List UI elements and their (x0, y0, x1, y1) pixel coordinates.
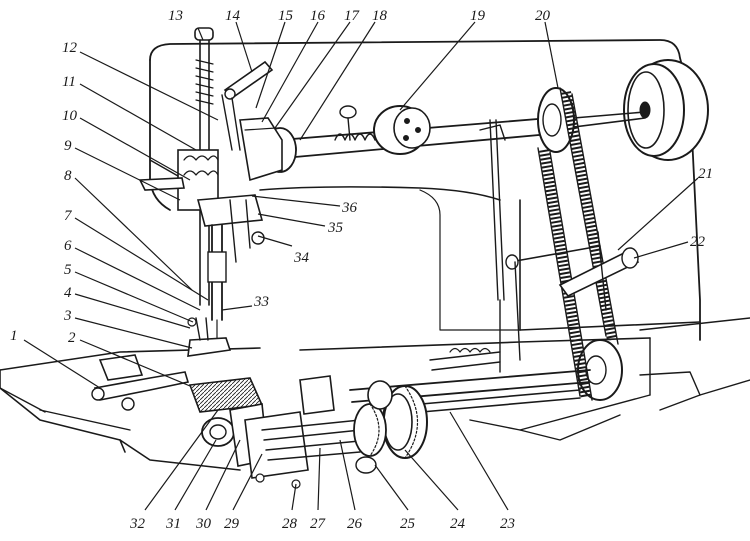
connecting-rods (429, 119, 521, 373)
belt-tensioner (505, 231, 640, 311)
callout-7: 7 (64, 208, 73, 224)
callout-1: 1 (10, 328, 18, 344)
callout-25: 25 (400, 516, 416, 532)
callout-32: 32 (129, 516, 146, 532)
callout-36: 36 (341, 200, 358, 216)
callout-24: 24 (450, 516, 466, 532)
callout-27: 27 (310, 516, 327, 532)
callout-10: 10 (62, 108, 78, 124)
bed-mechanism (91, 354, 428, 489)
callout-17: 17 (344, 8, 361, 24)
callout-30: 30 (195, 516, 212, 532)
callout-23: 23 (500, 516, 515, 532)
callout-19: 19 (470, 8, 486, 24)
callout-33: 33 (253, 294, 269, 310)
callout-2: 2 (68, 330, 76, 346)
callout-13: 13 (168, 8, 183, 24)
callout-28: 28 (282, 516, 298, 532)
callout-leaders (23, 21, 699, 511)
callout-11: 11 (62, 74, 76, 90)
callout-6: 6 (64, 238, 72, 254)
callout-16: 16 (310, 8, 326, 24)
callout-5: 5 (64, 262, 72, 278)
callout-34: 34 (293, 250, 310, 266)
callout-4: 4 (64, 285, 72, 301)
callout-15: 15 (278, 8, 294, 24)
handwheel (549, 59, 709, 161)
belt-drive (537, 87, 623, 401)
callout-12: 12 (62, 40, 78, 56)
callout-labels: 1 2 3 4 5 6 7 8 9 10 11 12 13 14 15 16 1… (10, 8, 713, 532)
callout-18: 18 (372, 8, 388, 24)
callout-8: 8 (64, 168, 72, 184)
callout-31: 31 (165, 516, 181, 532)
machine-body (149, 39, 701, 431)
callout-21: 21 (698, 166, 713, 182)
callout-20: 20 (535, 8, 551, 24)
callout-22: 22 (690, 234, 706, 250)
callout-35: 35 (327, 220, 344, 236)
callout-14: 14 (225, 8, 241, 24)
callout-26: 26 (347, 516, 363, 532)
callout-29: 29 (224, 516, 240, 532)
top-mechanism (263, 105, 431, 173)
callout-9: 9 (64, 138, 72, 154)
callout-3: 3 (63, 308, 72, 324)
